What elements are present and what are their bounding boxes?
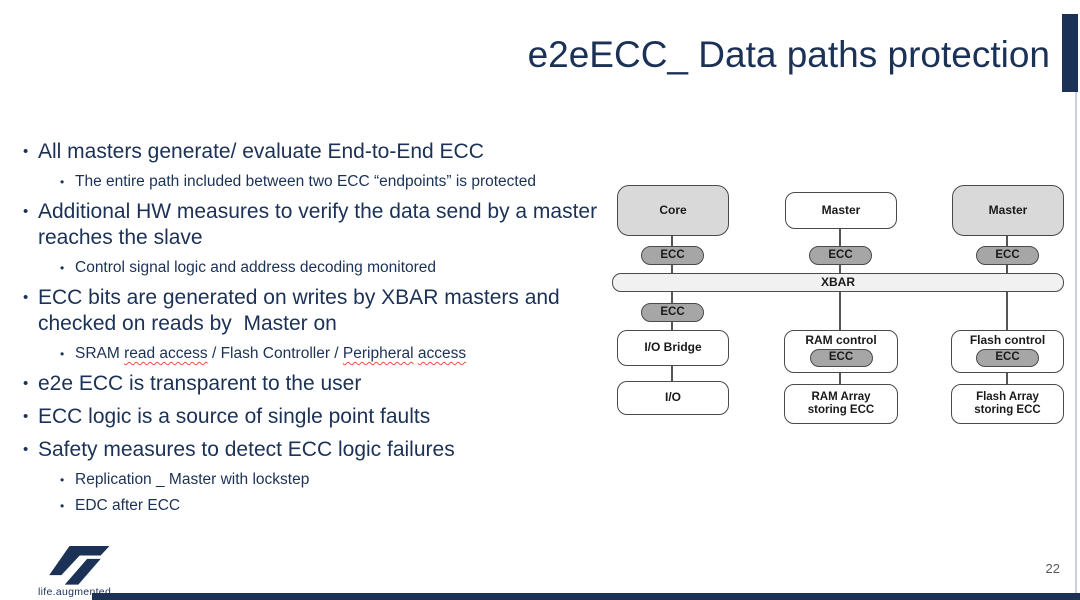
connector-line: [839, 265, 841, 273]
connector-line: [1006, 373, 1008, 384]
bullet-list: • All masters generate/ evaluate End-to-E…: [20, 132, 598, 522]
bullet-item-level1: • e2e ECC is transparent to the user: [20, 371, 598, 397]
ecc-label: ECC: [660, 248, 685, 261]
right-edge-divider: [1075, 92, 1077, 600]
bullet-text: All masters generate/ evaluate End-to-En…: [38, 140, 484, 163]
ecc-label: ECC: [828, 248, 853, 261]
spellcheck-underlined-text: Peripheral: [342, 345, 414, 362]
bullet-marker: •: [23, 203, 29, 220]
bullet-text: e2e ECC is transparent to the user: [38, 372, 362, 395]
ecc-label: ECC: [660, 305, 685, 318]
bullet-marker: •: [60, 175, 65, 189]
bullet-text: Additional HW measures to verify the dat…: [38, 200, 603, 249]
connector-line: [1006, 292, 1008, 330]
ecc-pill: ECC: [641, 246, 704, 265]
bullet-marker: •: [23, 441, 29, 458]
page-number: 22: [1045, 561, 1060, 576]
page-title: e2eECC_ Data paths protection: [527, 34, 1050, 75]
ecc-pill: ECC: [641, 303, 704, 322]
bullet-item-level2: • The entire path included between two EC…: [60, 172, 598, 192]
ram-control-label: RAM control: [805, 333, 877, 347]
ram-array-label: RAM Array storing ECC: [807, 390, 875, 416]
core-label: Core: [659, 202, 687, 217]
io-bridge-box: I/O Bridge: [617, 330, 729, 366]
bottom-accent-bar: [92, 593, 1080, 600]
flash-array-box: Flash Array storing ECC: [951, 384, 1064, 424]
master-box: Master: [952, 185, 1064, 236]
ecc-label: ECC: [828, 351, 854, 364]
bullet-text: SRAM read access / Flash Controller / Pe…: [75, 345, 467, 362]
bullet-item-level1: • Safety measures to detect ECC logic fai…: [20, 437, 598, 463]
bullet-item-level2: • Replication _ Master with lockstep: [60, 470, 598, 490]
flash-control-box: Flash control ECC: [951, 330, 1064, 373]
bullet-marker: •: [60, 347, 65, 361]
flash-array-label: Flash Array storing ECC: [974, 390, 1041, 416]
bullet-item-level2: • SRAM read access / Flash Controller / P…: [60, 344, 598, 364]
ram-array-box: RAM Array storing ECC: [784, 384, 898, 424]
flash-control-label: Flash control: [969, 333, 1046, 347]
spellcheck-underlined-text: access: [417, 345, 467, 362]
connector-line: [1006, 265, 1008, 273]
ecc-pill: ECC: [976, 246, 1039, 265]
core-box: Core: [617, 185, 729, 236]
st-logo: [38, 544, 120, 586]
bullet-marker: •: [60, 261, 65, 275]
ecc-pill: ECC: [976, 348, 1039, 367]
spellcheck-underlined-text: read access: [124, 345, 208, 362]
xbar-bus: XBAR: [612, 273, 1064, 292]
io-box: I/O: [617, 381, 729, 415]
io-label: I/O: [664, 390, 681, 405]
master-box: Master: [785, 192, 897, 229]
connector-line: [671, 322, 673, 330]
connector-line: [671, 236, 673, 246]
io-bridge-label: I/O Bridge: [644, 340, 702, 355]
connector-line: [671, 366, 673, 381]
master-label: Master: [988, 202, 1028, 217]
bullet-text: ECC logic is a source of single point fa…: [38, 405, 431, 428]
connector-line: [839, 373, 841, 384]
bullet-item-level1: • ECC logic is a source of single point f…: [20, 404, 598, 430]
ecc-block-diagram: Core Master Master ECC ECC ECC XBAR ECC …: [600, 170, 1078, 432]
bullet-text: Control signal logic and address decodin…: [75, 259, 437, 276]
title-accent-bar: [1062, 14, 1078, 92]
ecc-pill: ECC: [809, 246, 872, 265]
bullet-item-level1: • All masters generate/ evaluate End-to-E…: [20, 139, 598, 165]
ecc-pill: ECC: [809, 348, 873, 367]
connector-line: [671, 292, 673, 303]
bullet-text: Safety measures to detect ECC logic fail…: [38, 438, 455, 461]
bullet-item-level2: • Control signal logic and address decodi…: [60, 258, 598, 278]
st-logo-icon: [49, 546, 110, 585]
bullet-text: ECC bits are generated on writes by XBAR…: [38, 286, 566, 335]
ram-control-box: RAM control ECC: [784, 330, 898, 373]
xbar-label: XBAR: [820, 274, 855, 289]
bullet-marker: •: [23, 289, 29, 306]
bullet-marker: •: [60, 499, 65, 513]
bullet-item-level1: •Additional HW measures to verify the da…: [20, 199, 598, 251]
ecc-label: ECC: [995, 351, 1020, 364]
connector-line: [839, 229, 841, 246]
bullet-marker: •: [23, 408, 29, 425]
bullet-text: The entire path included between two ECC…: [75, 173, 536, 190]
bullet-item-level1: • ECC bits are generated on writes by XBA…: [20, 285, 598, 337]
connector-line: [839, 292, 841, 330]
master-label: Master: [821, 202, 861, 217]
ecc-label: ECC: [995, 248, 1020, 261]
bullet-marker: •: [23, 143, 29, 160]
bullet-marker: •: [60, 473, 65, 487]
connector-line: [671, 265, 673, 273]
bullet-item-level2: • EDC after ECC: [60, 496, 598, 516]
bullet-text: EDC after ECC: [75, 497, 181, 514]
bullet-marker: •: [23, 375, 29, 392]
bullet-text: Replication _ Master with lockstep: [75, 471, 310, 488]
connector-line: [1006, 236, 1008, 246]
